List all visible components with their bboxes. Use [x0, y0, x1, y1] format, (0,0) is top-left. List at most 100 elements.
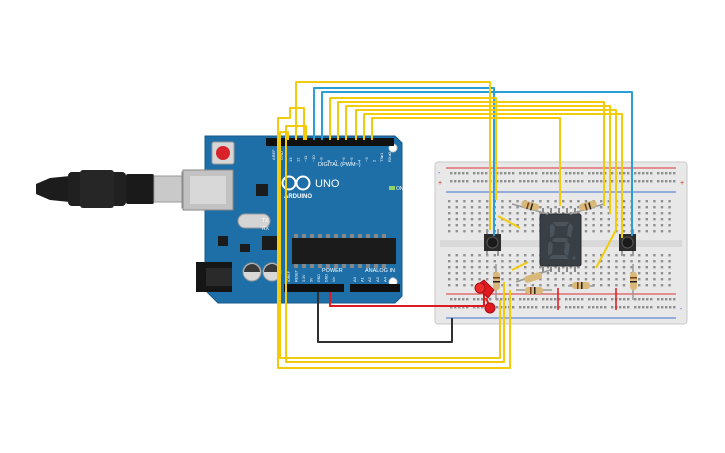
breadboard-hole[interactable]	[500, 306, 503, 309]
power-header[interactable]	[284, 284, 344, 292]
breadboard-hole[interactable]	[554, 284, 557, 287]
breadboard-hole[interactable]	[470, 272, 474, 275]
breadboard-hole[interactable]	[501, 206, 504, 209]
breadboard-hole[interactable]	[668, 224, 671, 227]
breadboard-hole[interactable]	[463, 284, 466, 287]
breadboard-hole[interactable]	[638, 306, 641, 309]
breadboard-hole[interactable]	[504, 306, 507, 309]
breadboard-hole[interactable]	[496, 306, 499, 309]
breadboard-hole[interactable]	[542, 180, 545, 183]
breadboard-hole[interactable]	[508, 260, 512, 263]
breadboard-hole[interactable]	[619, 172, 622, 175]
breadboard-hole[interactable]	[565, 180, 568, 183]
breadboard-hole[interactable]	[554, 200, 557, 203]
breadboard-hole[interactable]	[600, 200, 603, 203]
breadboard-hole[interactable]	[454, 298, 457, 301]
breadboard-hole[interactable]	[554, 298, 557, 301]
breadboard-hole[interactable]	[531, 230, 534, 233]
wire-blue-1[interactable]	[313, 87, 495, 236]
breadboard-hole[interactable]	[463, 254, 466, 257]
breadboard-hole[interactable]	[478, 230, 481, 233]
breadboard-hole[interactable]	[524, 212, 527, 215]
breadboard-hole[interactable]	[493, 260, 496, 263]
breadboard-hole[interactable]	[539, 200, 542, 203]
breadboard-hole[interactable]	[611, 298, 614, 301]
breadboard-hole[interactable]	[558, 298, 561, 301]
breadboard-hole[interactable]	[466, 306, 469, 309]
breadboard-hole[interactable]	[554, 180, 557, 183]
breadboard-hole[interactable]	[645, 224, 648, 227]
breadboard-hole[interactable]	[596, 172, 599, 175]
breadboard-hole[interactable]	[463, 278, 466, 281]
breadboard-hole[interactable]	[524, 224, 527, 227]
breadboard-hole[interactable]	[622, 224, 626, 227]
breadboard-hole[interactable]	[524, 272, 527, 275]
pushbutton-left[interactable]	[484, 229, 501, 256]
breadboard-hole[interactable]	[638, 224, 641, 227]
breadboard-hole[interactable]	[584, 212, 588, 215]
breadboard-hole[interactable]	[477, 306, 480, 309]
breadboard-hole[interactable]	[600, 272, 603, 275]
breadboard-hole[interactable]	[600, 266, 603, 269]
breadboard-hole[interactable]	[527, 298, 530, 301]
breadboard-hole[interactable]	[531, 284, 534, 287]
breadboard-hole[interactable]	[501, 260, 504, 263]
breadboard-hole[interactable]	[669, 180, 672, 183]
breadboard-hole[interactable]	[653, 224, 656, 227]
breadboard-hole[interactable]	[646, 180, 649, 183]
breadboard-hole[interactable]	[546, 272, 550, 275]
breadboard-hole[interactable]	[577, 200, 580, 203]
breadboard-hole[interactable]	[455, 266, 458, 269]
breadboard-hole[interactable]	[653, 254, 656, 257]
breadboard-hole[interactable]	[508, 254, 512, 257]
breadboard-hole[interactable]	[519, 306, 522, 309]
wire-yellow-1[interactable]	[295, 81, 491, 230]
breadboard-hole[interactable]	[673, 306, 676, 309]
wire-yellow-7[interactable]	[371, 117, 561, 206]
breadboard-hole[interactable]	[562, 206, 565, 209]
breadboard-hole[interactable]	[615, 266, 618, 269]
breadboard-hole[interactable]	[554, 206, 557, 209]
breadboard-hole[interactable]	[512, 180, 515, 183]
breadboard-hole[interactable]	[596, 306, 599, 309]
breadboard-hole[interactable]	[650, 172, 653, 175]
breadboard-hole[interactable]	[501, 272, 504, 275]
breadboard-hole[interactable]	[455, 254, 458, 257]
breadboard-hole[interactable]	[519, 298, 522, 301]
red-led-icon[interactable]	[474, 279, 496, 314]
breadboard-hole[interactable]	[455, 212, 458, 215]
breadboard-hole[interactable]	[650, 298, 653, 301]
breadboard-hole[interactable]	[584, 254, 588, 257]
breadboard-hole[interactable]	[501, 266, 504, 269]
breadboard-hole[interactable]	[542, 306, 545, 309]
breadboard-hole[interactable]	[607, 218, 610, 221]
breadboard-hole[interactable]	[546, 284, 550, 287]
breadboard-hole[interactable]	[669, 172, 672, 175]
breadboard-hole[interactable]	[600, 206, 603, 209]
breadboard-hole[interactable]	[638, 200, 641, 203]
breadboard-hole[interactable]	[615, 272, 618, 275]
breadboard-hole[interactable]	[539, 284, 542, 287]
breadboard-hole[interactable]	[668, 284, 671, 287]
breadboard-hole[interactable]	[448, 272, 451, 275]
breadboard-hole[interactable]	[660, 200, 664, 203]
breadboard-hole[interactable]	[645, 266, 648, 269]
breadboard-hole[interactable]	[463, 272, 466, 275]
breadboard-hole[interactable]	[524, 260, 527, 263]
breadboard-hole[interactable]	[600, 212, 603, 215]
breadboard-hole[interactable]	[478, 266, 481, 269]
breadboard-hole[interactable]	[569, 172, 572, 175]
breadboard-hole[interactable]	[615, 278, 618, 281]
breadboard-hole[interactable]	[508, 180, 511, 183]
breadboard-hole[interactable]	[638, 266, 641, 269]
breadboard-hole[interactable]	[646, 298, 649, 301]
breadboard-hole[interactable]	[634, 180, 637, 183]
breadboard-hole[interactable]	[546, 172, 549, 175]
breadboard-hole[interactable]	[668, 230, 671, 233]
breadboard-hole[interactable]	[486, 200, 489, 203]
breadboard-hole[interactable]	[569, 200, 572, 203]
breadboard-hole[interactable]	[546, 306, 549, 309]
breadboard-hole[interactable]	[650, 180, 653, 183]
breadboard-hole[interactable]	[588, 172, 591, 175]
resistor-top-left[interactable]	[511, 200, 549, 215]
